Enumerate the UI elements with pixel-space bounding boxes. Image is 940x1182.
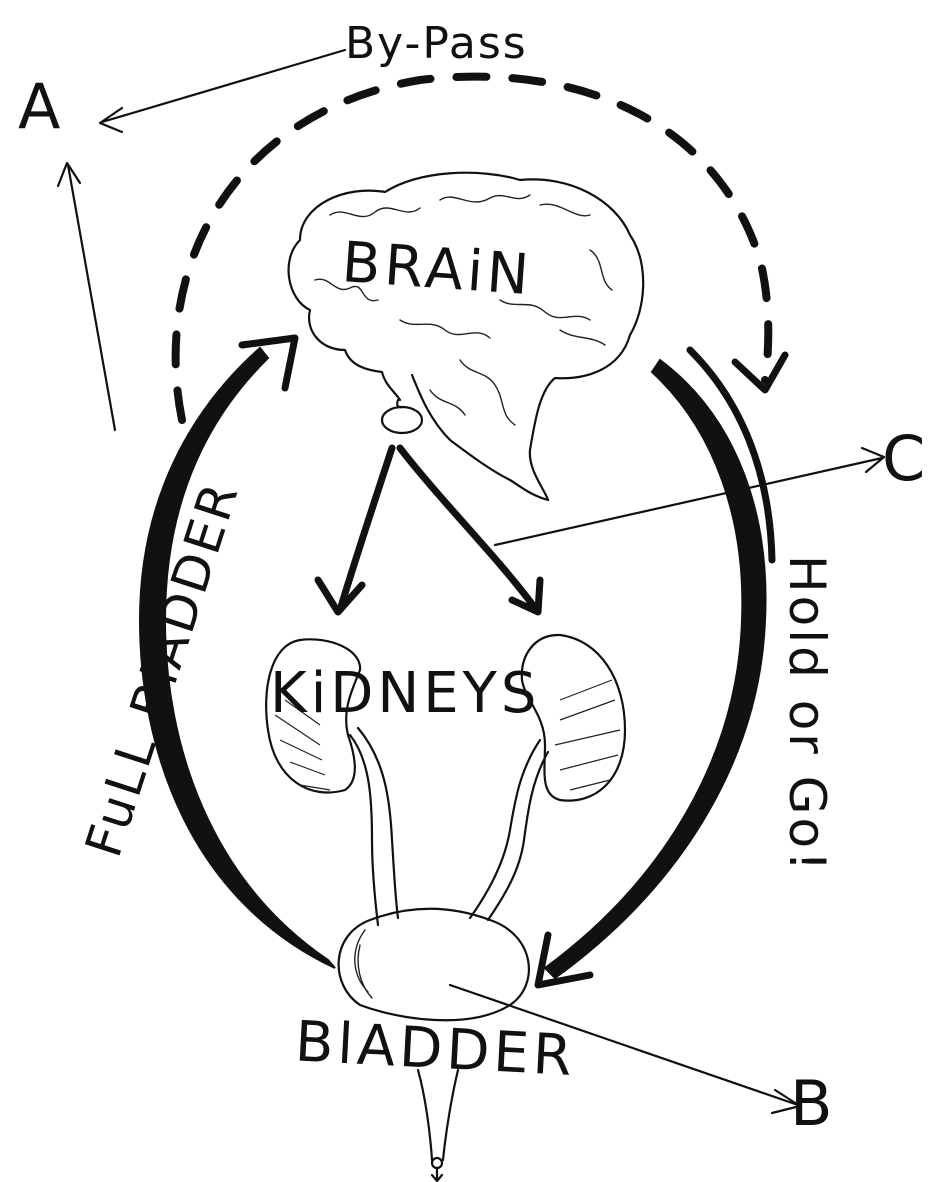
- bypass-label: By-Pass: [345, 18, 528, 69]
- pointer-c: [495, 458, 882, 545]
- brain-drawing: [289, 173, 644, 500]
- label-c: C: [882, 422, 925, 495]
- hold-or-go-label: Hold or Go!: [778, 555, 836, 874]
- label-b: B: [790, 1067, 833, 1140]
- brain-label: BRAiN: [340, 230, 535, 308]
- pointer-a-from-full-bladder: [68, 165, 115, 430]
- brain-to-left-kidney-arrow: [340, 448, 392, 610]
- kidneys-label: KiDNEYS: [270, 661, 540, 726]
- label-a: A: [18, 70, 60, 143]
- bypass-arrowhead: [735, 355, 785, 390]
- brain-to-left-kidney-arrowhead: [318, 580, 362, 612]
- brain-to-right-kidney-arrow: [400, 448, 535, 608]
- bladder-label: BlADDER: [294, 1009, 578, 1089]
- hold-or-go-arc: [545, 360, 766, 978]
- pointer-a-from-bypass: [102, 50, 345, 122]
